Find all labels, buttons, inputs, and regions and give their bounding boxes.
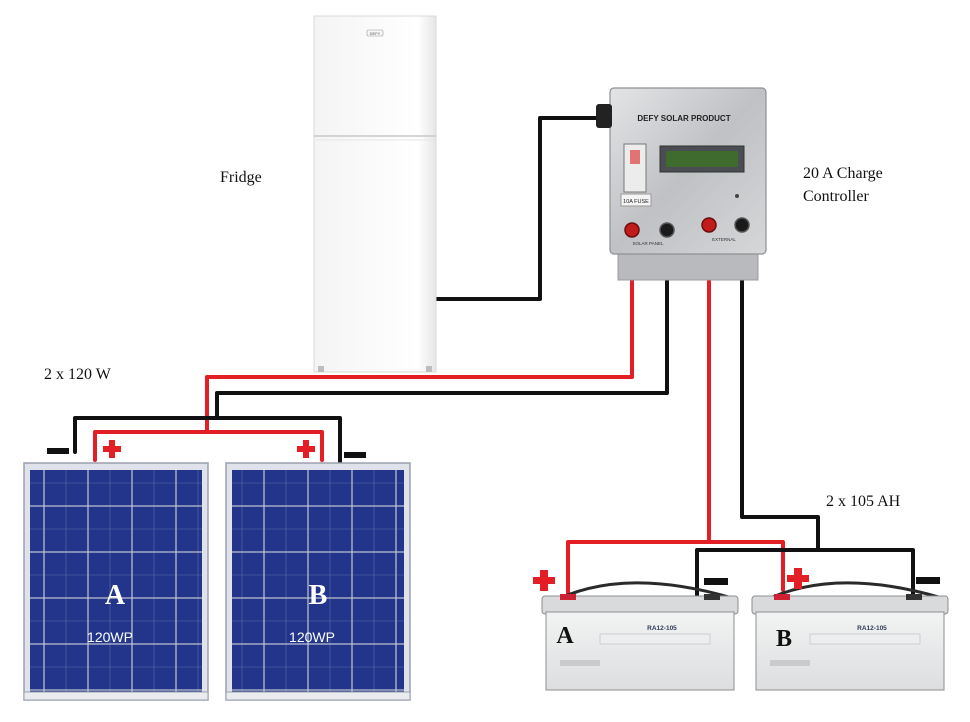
fridge-badge: DEFY bbox=[370, 31, 381, 36]
battery-negative-wire bbox=[695, 230, 820, 598]
cable-gland bbox=[596, 104, 612, 128]
plus-icon bbox=[103, 440, 121, 458]
wiring bbox=[73, 116, 915, 598]
panel-b-rating: 120WP bbox=[289, 629, 335, 645]
plus-icon bbox=[533, 570, 555, 591]
fuse-label: 10A FUSE bbox=[623, 199, 649, 205]
fridge-power-cable bbox=[432, 116, 600, 301]
minus-icon bbox=[344, 452, 366, 458]
battery-positive-wire-b bbox=[707, 540, 785, 592]
panel-b-letter: B bbox=[309, 580, 328, 611]
fridge-label: Fridge bbox=[220, 169, 262, 186]
panel-a-letter: A bbox=[105, 580, 126, 611]
battery-b-letter: B bbox=[776, 626, 792, 652]
controller-brand: DEFY SOLAR PRODUCT bbox=[637, 114, 730, 123]
plus-icon bbox=[787, 568, 809, 589]
solar-negative-terminal bbox=[659, 222, 675, 238]
battery-a: A RA12-105 bbox=[541, 581, 739, 691]
battery-positive-wire bbox=[566, 230, 711, 596]
external-negative-terminal bbox=[734, 217, 750, 233]
plus-icon bbox=[297, 440, 315, 458]
battery-a-model: RA12-105 bbox=[647, 625, 677, 632]
solar-negative-wire-b bbox=[215, 416, 342, 464]
fridge-logo-icon bbox=[366, 29, 384, 37]
minus-icon bbox=[47, 448, 69, 454]
battery-a-letter: A bbox=[556, 623, 574, 649]
external-positive-terminal bbox=[701, 217, 717, 233]
external-port-label: EXTERNAL bbox=[712, 237, 736, 242]
solar-positive-wire-b bbox=[205, 430, 324, 462]
solar-positive-wire bbox=[93, 230, 634, 462]
batteries-caption: 2 x 105 AH bbox=[826, 493, 901, 510]
battery-b-model: RA12-105 bbox=[857, 625, 887, 632]
solar-positive-terminal bbox=[624, 222, 640, 238]
controller-label-line2: Controller bbox=[803, 188, 869, 205]
solar-negative-wire bbox=[73, 230, 669, 454]
charge-controller: DEFY SOLAR PRODUCT 10A FUSE SOLAR PANEL … bbox=[596, 87, 767, 281]
panels-caption: 2 x 120 W bbox=[44, 366, 111, 383]
battery-b: B RA12-105 bbox=[751, 581, 949, 691]
solar-panel-b: B 120WP bbox=[225, 462, 411, 701]
minus-icon bbox=[704, 578, 728, 585]
solar-port-label: SOLAR PANEL bbox=[633, 241, 664, 246]
solar-panel-a: A 120WP bbox=[23, 462, 209, 701]
minus-icon bbox=[916, 577, 940, 584]
panel-a-rating: 120WP bbox=[87, 629, 133, 645]
fuse-holder-icon bbox=[623, 143, 647, 193]
lcd-display bbox=[666, 151, 738, 167]
battery-negative-wire-b bbox=[816, 548, 915, 598]
fridge: DEFY bbox=[313, 15, 437, 373]
controller-label-line1: 20 A Charge bbox=[803, 165, 883, 182]
